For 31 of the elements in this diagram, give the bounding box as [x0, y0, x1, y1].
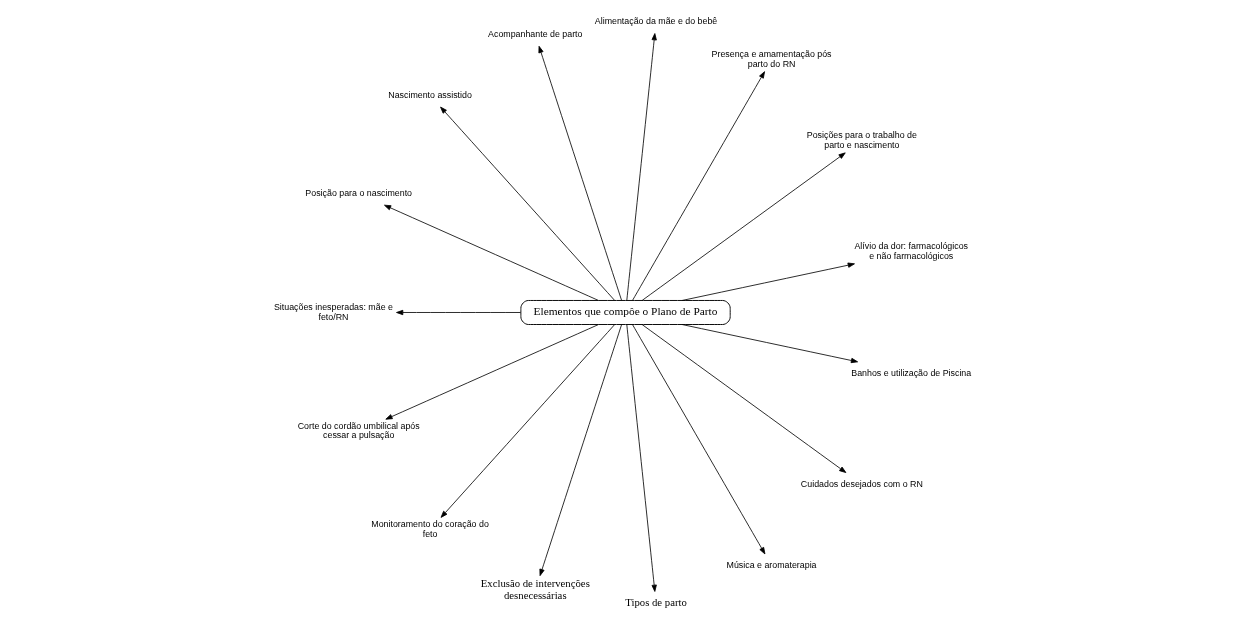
arrow: [395, 309, 521, 316]
arrow: [631, 71, 765, 301]
arrow: [538, 324, 622, 577]
node-text: Tipos de parto: [624, 595, 687, 608]
node-text: Posições para o trabalho de parto e nascimento: [806, 130, 917, 150]
arrow: [641, 324, 846, 473]
node-text: Corte do cordão umbilical após cessar a pulsação: [297, 420, 420, 441]
arrow: [384, 324, 599, 420]
arrow: [537, 45, 622, 301]
arrow: [631, 324, 765, 555]
node-text: Banhos e utilização de Piscina: [850, 367, 971, 378]
node-text: Posição para o nascimento: [304, 188, 412, 199]
arrow: [625, 324, 657, 592]
arrow: [383, 204, 599, 301]
node-box: Elementos que compôe o Plano de Parto: [519, 300, 731, 325]
node-text: Cuidados desejados com o RN: [800, 478, 923, 489]
node-text: Situações inesperadas: mãe e feto/RN: [273, 302, 393, 322]
arrow: [439, 106, 615, 301]
arrow: [681, 324, 858, 364]
node-text: Alívio da dor: farmacológicos e não farmacológicos: [853, 241, 968, 261]
node-text: Nascimento assistido: [387, 89, 472, 100]
node-text: Música e aromaterapia: [726, 559, 817, 570]
arrow: [440, 324, 615, 518]
arrow: [625, 33, 657, 301]
arrow: [641, 152, 846, 301]
node-text: Presença e amamentação pós parto do RN: [711, 49, 832, 69]
node-text: Exclusão de intervenções desnecessárias: [480, 576, 590, 601]
node-text: Acompanhante de parto: [487, 29, 582, 40]
node-text: Alimentação da mãe e do bebê: [594, 16, 717, 27]
arrow: [681, 262, 855, 301]
node-text: Monitoramento do coração do feto: [370, 519, 489, 539]
